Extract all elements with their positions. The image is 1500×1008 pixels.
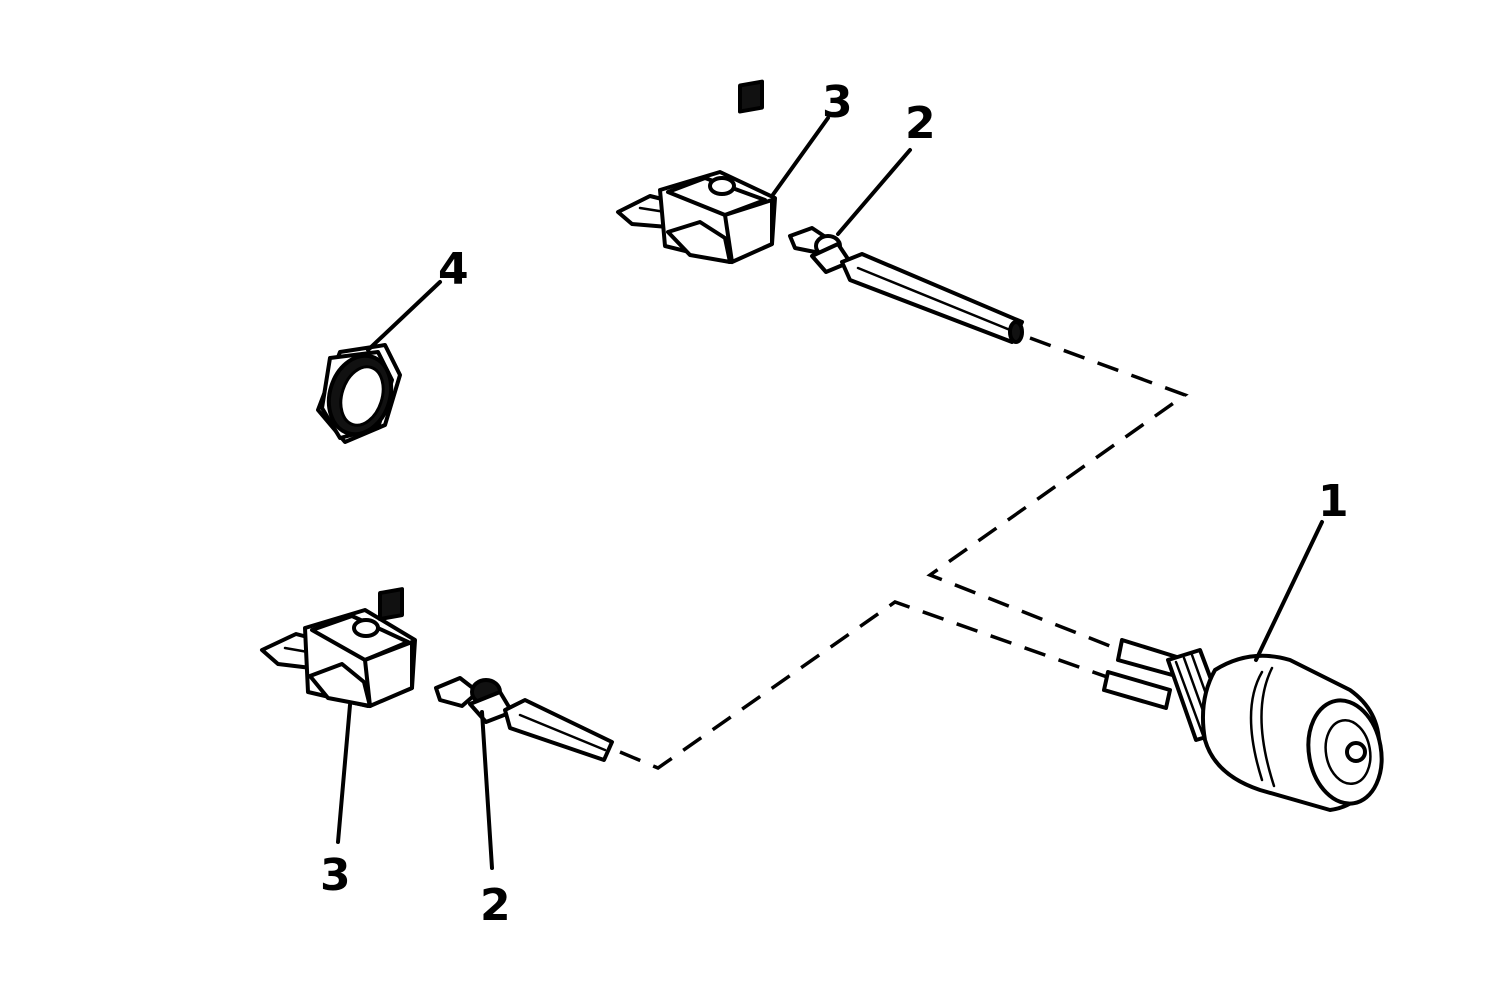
leader-part-3-top: [770, 116, 830, 198]
callout-part-3-top: 3: [822, 77, 853, 128]
hex-nut-part-4: [316, 343, 402, 444]
callout-part-1: 1: [1318, 476, 1349, 527]
leader-part-2-top: [836, 148, 912, 236]
sender-switch-part-1: [1102, 638, 1384, 812]
leader-part-3-bottom: [336, 703, 352, 844]
terminal-wire-part-2-top: [788, 226, 1024, 344]
leader-lines: [336, 116, 1324, 870]
callout-labels: 4 3 2 1 3 2: [320, 77, 1349, 931]
connector-housing-part-3-top: [616, 79, 777, 264]
leader-part-2-bottom: [480, 710, 494, 870]
dashed-wire-top: [926, 336, 1189, 652]
terminal-wire-part-2-bottom: [434, 676, 614, 762]
leader-part-1: [1254, 520, 1324, 662]
dashed-wire-bottom: [619, 600, 1111, 770]
connector-housing-part-3-bottom: [260, 587, 417, 708]
callout-part-2-bottom: 2: [480, 880, 511, 931]
wiring-dashed-paths: [619, 336, 1189, 770]
callout-part-4: 4: [438, 244, 469, 295]
leader-part-4: [366, 280, 442, 352]
callout-part-3-bottom: 3: [320, 850, 351, 901]
callout-part-2-top: 2: [905, 98, 936, 149]
